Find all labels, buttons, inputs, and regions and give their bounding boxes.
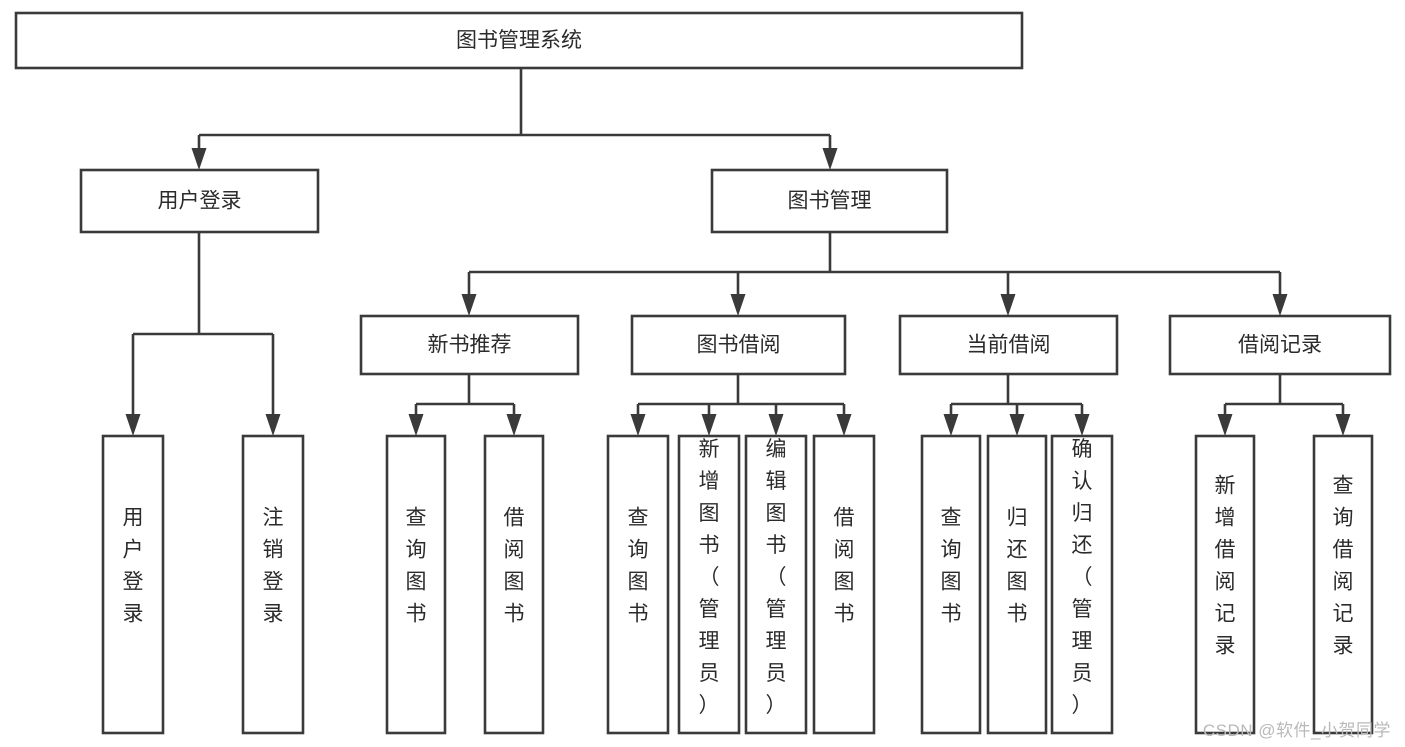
arrow-head-icon	[822, 148, 838, 170]
arrow-head-icon	[701, 414, 717, 436]
arrow-head-icon	[1272, 294, 1288, 316]
node-box[interactable]	[710, 168, 949, 234]
arrow-head-icon	[1217, 414, 1233, 436]
node-label: 借阅图书	[834, 507, 855, 626]
node-leaf-logout[interactable]: 注销登录	[241, 434, 305, 735]
node-box[interactable]	[1194, 434, 1256, 735]
node-leaf-borrow-book-1[interactable]: 借阅图书	[483, 434, 545, 735]
arrow-head-icon	[408, 414, 424, 436]
connector-edge-new-book-rec	[408, 374, 522, 436]
node-label: 图书管理	[788, 190, 872, 213]
node-current-borrow[interactable]: 当前借阅	[898, 314, 1119, 376]
node-book-manage[interactable]: 图书管理	[710, 168, 949, 234]
node-leaf-query-book-3[interactable]: 查询图书	[920, 434, 982, 735]
node-box[interactable]	[606, 434, 670, 735]
arrow-head-icon	[125, 414, 141, 436]
node-box[interactable]	[986, 434, 1048, 735]
node-root[interactable]: 图书管理系统	[14, 11, 1024, 70]
node-label: 注销登录	[263, 507, 284, 626]
connector-edge-book-borrow	[630, 374, 852, 436]
node-user-login[interactable]: 用户登录	[79, 168, 320, 234]
arrow-head-icon	[265, 414, 281, 436]
node-box[interactable]	[359, 314, 580, 376]
node-leaf-query-record[interactable]: 查询借阅记录	[1312, 434, 1374, 735]
node-label: 图书借阅	[697, 334, 781, 357]
node-box[interactable]	[79, 168, 320, 234]
connector-edge-book-manage	[461, 232, 1288, 316]
node-label: 用户登录	[123, 507, 144, 626]
connector-edge-borrow-record	[1217, 374, 1351, 436]
arrow-head-icon	[1335, 414, 1351, 436]
node-label: 查询图书	[406, 507, 427, 626]
node-label: 查询图书	[628, 507, 649, 626]
arrow-head-icon	[506, 414, 522, 436]
node-box[interactable]	[1312, 434, 1374, 735]
node-leaf-borrow-book-2[interactable]: 借阅图书	[812, 434, 876, 735]
node-label: 新增借阅记录	[1215, 475, 1236, 658]
node-leaf-query-book-1[interactable]: 查询图书	[385, 434, 447, 735]
arrow-head-icon	[630, 414, 646, 436]
node-label: 借阅记录	[1238, 334, 1322, 357]
node-leaf-return-book[interactable]: 归还图书	[986, 434, 1048, 735]
arrow-head-icon	[836, 414, 852, 436]
arrow-head-icon	[1074, 414, 1090, 436]
node-label: 用户登录	[158, 190, 242, 213]
arrow-head-icon	[943, 414, 959, 436]
node-box[interactable]	[898, 314, 1119, 376]
connector-edge-current-borrow	[943, 374, 1090, 436]
node-box[interactable]	[1050, 434, 1114, 735]
node-leaf-add-book[interactable]: 新增图书（管理员）	[677, 434, 741, 735]
node-leaf-user-login[interactable]: 用户登录	[101, 434, 165, 735]
arrow-head-icon	[1000, 294, 1016, 316]
node-box[interactable]	[14, 11, 1024, 70]
node-box[interactable]	[677, 434, 741, 735]
connector-edge-user-login	[125, 232, 281, 436]
node-label: 新增图书（管理员）	[699, 438, 720, 717]
node-label: 编辑图书（管理员）	[766, 438, 787, 717]
node-leaf-add-record[interactable]: 新增借阅记录	[1194, 434, 1256, 735]
node-label: 归还图书	[1007, 507, 1028, 626]
arrow-head-icon	[730, 294, 746, 316]
node-label: 图书管理系统	[456, 29, 582, 52]
node-label: 新书推荐	[428, 334, 512, 357]
node-box[interactable]	[630, 314, 847, 376]
arrow-head-icon	[1009, 414, 1025, 436]
node-box[interactable]	[385, 434, 447, 735]
connector-edge-root	[191, 68, 838, 170]
node-leaf-edit-book[interactable]: 编辑图书（管理员）	[744, 434, 808, 735]
node-box[interactable]	[483, 434, 545, 735]
node-label: 查询借阅记录	[1333, 475, 1354, 658]
node-label: 借阅图书	[504, 507, 525, 626]
node-box[interactable]	[1168, 314, 1392, 376]
node-label: 确认归还（管理员）	[1072, 438, 1093, 717]
node-book-borrow[interactable]: 图书借阅	[630, 314, 847, 376]
node-leaf-confirm-return[interactable]: 确认归还（管理员）	[1050, 434, 1114, 735]
node-box[interactable]	[920, 434, 982, 735]
arrow-head-icon	[768, 414, 784, 436]
node-borrow-record[interactable]: 借阅记录	[1168, 314, 1392, 376]
arrow-head-icon	[191, 148, 207, 170]
connector-layer	[125, 68, 1351, 436]
node-box[interactable]	[241, 434, 305, 735]
node-box[interactable]	[101, 434, 165, 735]
node-label: 当前借阅	[967, 334, 1051, 357]
node-label: 查询图书	[941, 507, 962, 626]
node-layer: 图书管理系统用户登录图书管理新书推荐图书借阅当前借阅借阅记录用户登录注销登录查询…	[14, 11, 1392, 735]
node-new-book-rec[interactable]: 新书推荐	[359, 314, 580, 376]
node-box[interactable]	[744, 434, 808, 735]
arrow-head-icon	[461, 294, 477, 316]
node-leaf-query-book-2[interactable]: 查询图书	[606, 434, 670, 735]
node-box[interactable]	[812, 434, 876, 735]
